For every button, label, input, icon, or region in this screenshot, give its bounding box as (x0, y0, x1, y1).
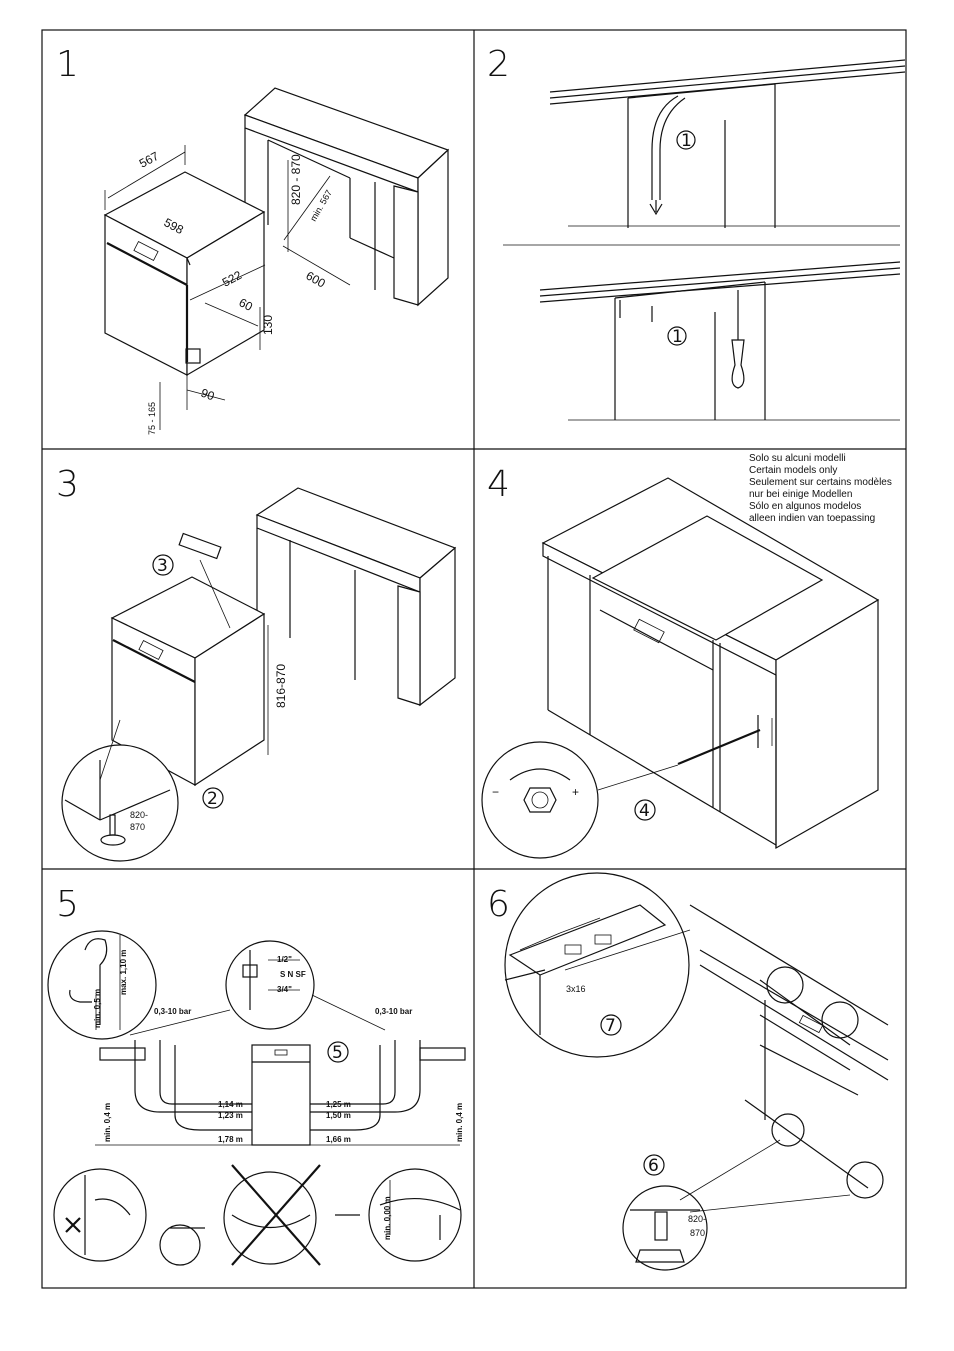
dishwasher-outline-3 (110, 532, 266, 787)
panel-2: 2 1 (487, 44, 906, 421)
svg-text:7: 7 (605, 1016, 616, 1036)
panel-6: 6 3x16 7 (487, 872, 889, 1271)
pressure-right: 0,3-10 bar (375, 1007, 412, 1016)
left-length-3: 1,78 m (218, 1135, 243, 1144)
thread-detail (225, 940, 315, 1030)
callout-5 (327, 1041, 349, 1063)
svg-text:3: 3 (157, 556, 168, 576)
thread-codes: S N SF (280, 970, 306, 979)
svg-text:1: 1 (672, 327, 683, 347)
screw-detail-circle (504, 872, 691, 1058)
adjust-detail-circle (481, 741, 679, 859)
detail-range-6-bottom: 870 (690, 1228, 705, 1238)
detail-range-top: 820- (130, 810, 148, 820)
dim-gap: 60 (237, 295, 256, 314)
min-floor-right: min. 0,4 m (455, 1103, 464, 1142)
cabinet-outline-3 (255, 487, 457, 707)
svg-text:alleen indien van toepassing: alleen indien van toepassing (749, 513, 875, 524)
svg-text:Sólo en algunos modelos: Sólo en algunos modelos (749, 501, 861, 512)
max-height-left: max. 1,10 m (119, 950, 128, 995)
panel-grid (41, 29, 907, 1289)
min-height-left: min. 0,5 m (93, 989, 102, 1028)
countertop-lower (539, 261, 901, 421)
dim-opening: 600 (304, 268, 329, 290)
callout-7 (600, 1014, 622, 1036)
min-floor-left: min. 0,4 m (103, 1103, 112, 1142)
panel-2-number: 2 (487, 44, 510, 85)
hose-routing (95, 1040, 466, 1146)
foot-detail-circle (61, 719, 179, 862)
screw-size: 3x16 (566, 984, 586, 994)
dishwasher-outline (103, 171, 266, 377)
min-height-detail (368, 1168, 462, 1262)
dim-height-range-3: 816-870 (274, 664, 288, 708)
panel-4-number: 4 (487, 464, 510, 505)
plus-sign: + (572, 785, 579, 799)
right-length-3: 1,66 m (326, 1135, 351, 1144)
left-length-1: 1,14 m (218, 1100, 243, 1109)
right-length-2: 1,50 m (326, 1111, 351, 1120)
clamp-detail (53, 1168, 205, 1266)
panel-1: 1 (56, 44, 450, 435)
detail-range-bottom: 870 (130, 822, 145, 832)
dim-foot: 90 (199, 386, 217, 404)
svg-text:Certain models only: Certain models only (749, 465, 837, 476)
callout-2 (202, 787, 224, 809)
panel-4: 4 Solo su alcuni modelli Certain models … (481, 453, 892, 859)
panel-3: 3 816-870 3 2 (56, 464, 457, 862)
panel-1-number: 1 (56, 44, 79, 85)
dimension-lines (104, 145, 351, 430)
svg-text:Solo su alcuni modelli: Solo su alcuni modelli (749, 453, 846, 464)
panel-6-number: 6 (487, 884, 510, 925)
svg-text:1: 1 (681, 131, 692, 151)
dim-foot-range: 75 - 165 (147, 402, 157, 435)
thread-top: 1/2" (277, 955, 292, 964)
callout-4 (634, 799, 656, 821)
dishwasher-front (251, 1044, 311, 1146)
left-length-2: 1,23 m (218, 1111, 243, 1120)
callout-6 (643, 1154, 665, 1176)
detail-range-6-top: 820- (688, 1214, 706, 1224)
dim-plinth: 130 (261, 315, 275, 335)
callout-1-lower (667, 326, 687, 346)
notes: Solo su alcuni modelli Certain models on… (749, 453, 892, 524)
svg-text:5: 5 (332, 1043, 343, 1063)
detail-min: min. 0,00 m (383, 1196, 392, 1240)
callout-3 (152, 554, 174, 576)
panel-5-number: 5 (56, 884, 79, 925)
drain-height-detail (47, 930, 157, 1040)
svg-text:4: 4 (639, 801, 650, 821)
svg-text:6: 6 (648, 1156, 659, 1176)
callout-1-upper (676, 130, 696, 150)
panel-5: 5 min. 0,5 m max. 1,10 m 1/2" S N SF 3/4… (47, 884, 466, 1266)
right-length-1: 1,25 m (326, 1100, 351, 1109)
kitchen-unit-4 (541, 477, 880, 850)
svg-text:2: 2 (207, 789, 218, 809)
thread-bottom: 3/4" (277, 985, 292, 994)
pressure-left: 0,3-10 bar (154, 1007, 191, 1016)
countertop-upper (503, 59, 906, 246)
cabinet-outline (243, 87, 450, 307)
dim-depth: 567 (137, 149, 162, 171)
dim-min-depth: min. 567 (308, 188, 334, 223)
minus-sign: − (492, 785, 499, 799)
dim-height-range: 820 - 870 (289, 154, 303, 205)
svg-text:nur bei einige Modellen: nur bei einige Modellen (749, 489, 852, 500)
built-in-unit-6 (689, 904, 889, 1199)
panel-3-number: 3 (56, 464, 79, 505)
foot-detail-circle-6 (622, 1139, 851, 1271)
wrong-install-detail (223, 1164, 360, 1266)
svg-text:Seulement sur certains modèles: Seulement sur certains modèles (749, 477, 892, 488)
